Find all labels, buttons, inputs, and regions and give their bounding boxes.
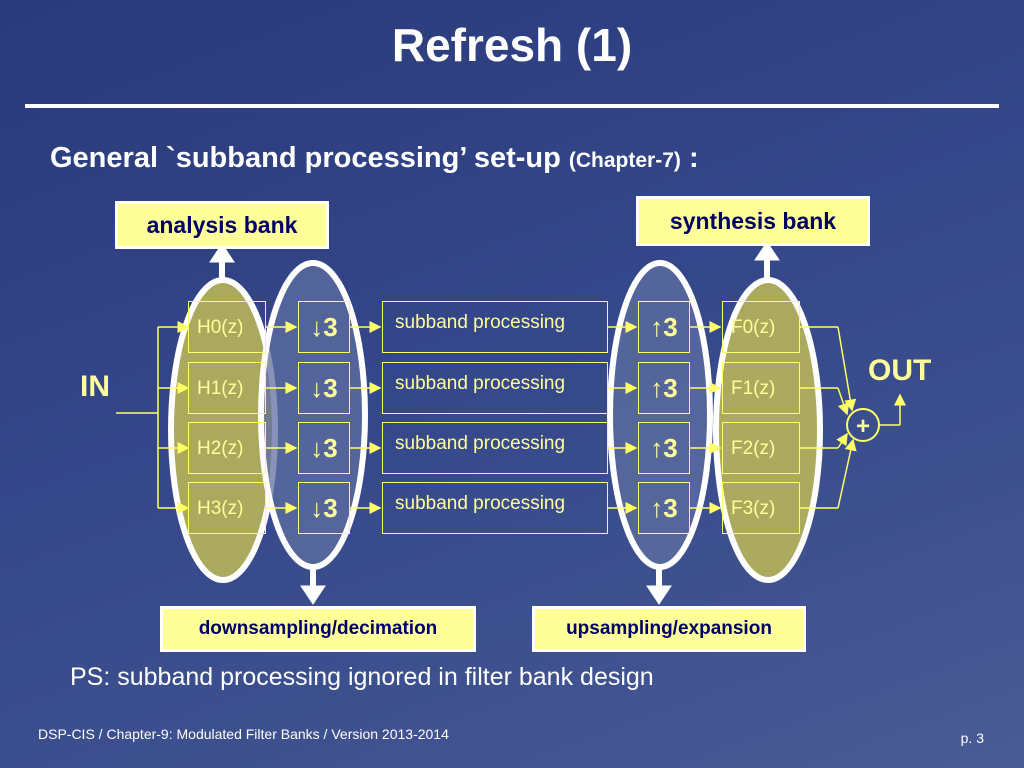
input-lines xyxy=(116,321,190,514)
synthesis-filter-f2: F2(z) xyxy=(722,422,800,474)
summation-node: + xyxy=(846,408,880,442)
upsampler-0: ↑3 xyxy=(638,301,690,353)
down-arrow-icon: ↓ xyxy=(310,312,324,342)
subband-processing-1: subband processing xyxy=(382,362,608,414)
down-arrow-icon: ↓ xyxy=(310,493,324,523)
downsample-factor: 3 xyxy=(323,312,338,342)
output-lines xyxy=(800,326,906,509)
page-number: p. 3 xyxy=(960,730,984,746)
down-arrow-icon: ↓ xyxy=(310,433,324,463)
analysis-bank-label: analysis bank xyxy=(115,201,329,249)
input-label: IN xyxy=(80,370,110,403)
up-arrow-icon: ↑ xyxy=(650,433,664,463)
up-arrow-icon: ↑ xyxy=(650,312,664,342)
subband-processing-2: subband processing xyxy=(382,422,608,474)
downsample-factor: 3 xyxy=(323,373,338,403)
design-note: PS: subband processing ignored in filter… xyxy=(70,663,654,691)
title-divider xyxy=(25,104,999,108)
downsample-factor: 3 xyxy=(323,493,338,523)
synthesis-filter-f1: F1(z) xyxy=(722,362,800,414)
upsampler-1: ↑3 xyxy=(638,362,690,414)
synthesis-bank-label: synthesis bank xyxy=(636,196,870,246)
analysis-filter-h1: H1(z) xyxy=(188,362,266,414)
chain-lines xyxy=(266,321,722,514)
heading-chapter: (Chapter-7) xyxy=(568,149,681,172)
downsampler-1: ↓3 xyxy=(298,362,350,414)
analysis-filter-h0: H0(z) xyxy=(188,301,266,353)
heading-colon: : xyxy=(688,142,699,174)
upsampler-3: ↑3 xyxy=(638,482,690,534)
output-label: OUT xyxy=(868,354,932,387)
up-arrow-icon: ↑ xyxy=(650,493,664,523)
subband-processing-3: subband processing xyxy=(382,482,608,534)
upsample-factor: 3 xyxy=(663,493,678,523)
pointer-arrows xyxy=(209,241,780,605)
downsample-factor: 3 xyxy=(323,433,338,463)
upsample-factor: 3 xyxy=(663,433,678,463)
synthesis-filter-f0: F0(z) xyxy=(722,301,800,353)
synthesis-filter-f3: F3(z) xyxy=(722,482,800,534)
downsampler-0: ↓3 xyxy=(298,301,350,353)
downsampler-3: ↓3 xyxy=(298,482,350,534)
section-heading: General `subband processing’ set-up (Cha… xyxy=(50,142,699,175)
analysis-filter-h3: H3(z) xyxy=(188,482,266,534)
up-arrow-icon: ↑ xyxy=(650,373,664,403)
heading-main: General `subband processing’ set-up xyxy=(50,142,561,174)
downsampling-label: downsampling/decimation xyxy=(160,606,476,652)
subband-processing-0: subband processing xyxy=(382,301,608,353)
slide-title: Refresh (1) xyxy=(391,19,633,71)
upsample-factor: 3 xyxy=(663,373,678,403)
down-arrow-icon: ↓ xyxy=(310,373,324,403)
analysis-filter-h2: H2(z) xyxy=(188,422,266,474)
downsampler-2: ↓3 xyxy=(298,422,350,474)
upsample-factor: 3 xyxy=(663,312,678,342)
footer-text: DSP-CIS / Chapter-9: Modulated Filter Ba… xyxy=(38,726,449,742)
upsampler-2: ↑3 xyxy=(638,422,690,474)
upsampling-label: upsampling/expansion xyxy=(532,606,806,652)
